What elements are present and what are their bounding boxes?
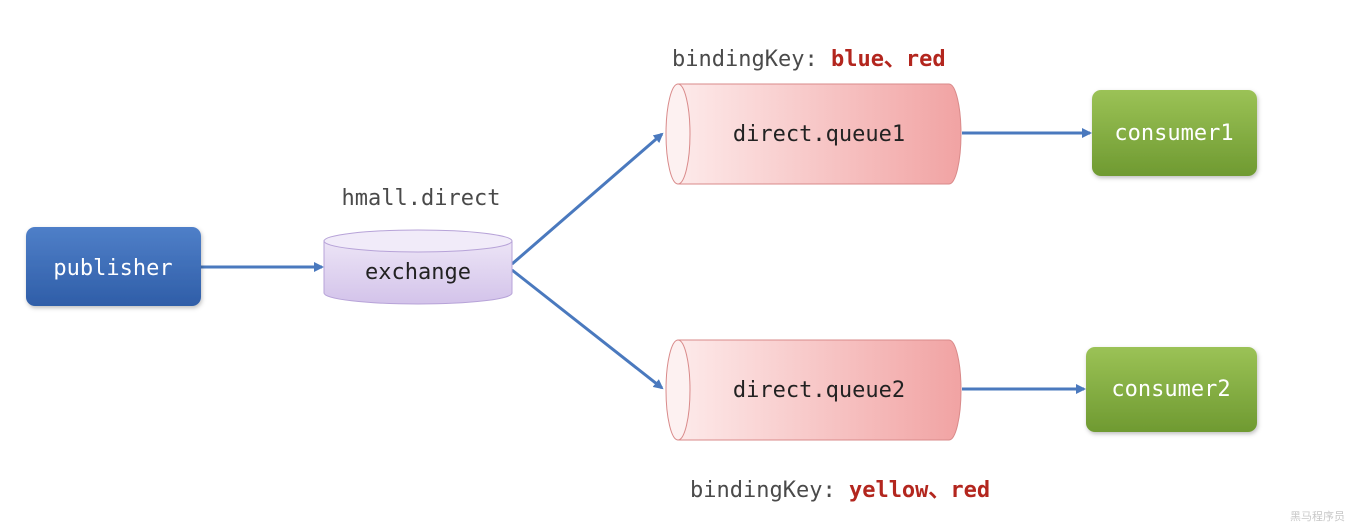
exchange-to-queue2-arrow xyxy=(511,268,664,390)
queue1-node xyxy=(665,83,962,185)
queue2-binding-prefix: bindingKey: xyxy=(690,478,849,503)
queue1-binding-prefix: bindingKey: xyxy=(672,47,831,72)
consumer2-node xyxy=(1086,347,1257,432)
queue1-binding-keys: blue、red xyxy=(831,47,946,72)
queue2-binding-keys: yellow、red xyxy=(849,478,990,503)
exchange-name-label: hmall.direct xyxy=(342,186,501,211)
queue2-node xyxy=(665,339,962,441)
queue1-label: direct.queue1 xyxy=(733,122,905,147)
publisher-node xyxy=(26,227,201,306)
exchange-label: exchange xyxy=(365,260,471,285)
watermark-text: 黑马程序员 xyxy=(1290,509,1345,522)
consumer1-node xyxy=(1092,90,1257,176)
queue2-binding-key: bindingKey: yellow、red xyxy=(690,478,990,503)
exchange-to-queue1-arrow xyxy=(511,132,664,266)
exchange-node xyxy=(323,229,513,305)
consumer2-label: consumer2 xyxy=(1111,377,1230,402)
consumer1-label: consumer1 xyxy=(1114,121,1233,146)
publisher-label: publisher xyxy=(53,256,172,281)
queue2-label: direct.queue2 xyxy=(733,378,905,403)
queue1-binding-key: bindingKey: blue、red xyxy=(672,47,946,72)
